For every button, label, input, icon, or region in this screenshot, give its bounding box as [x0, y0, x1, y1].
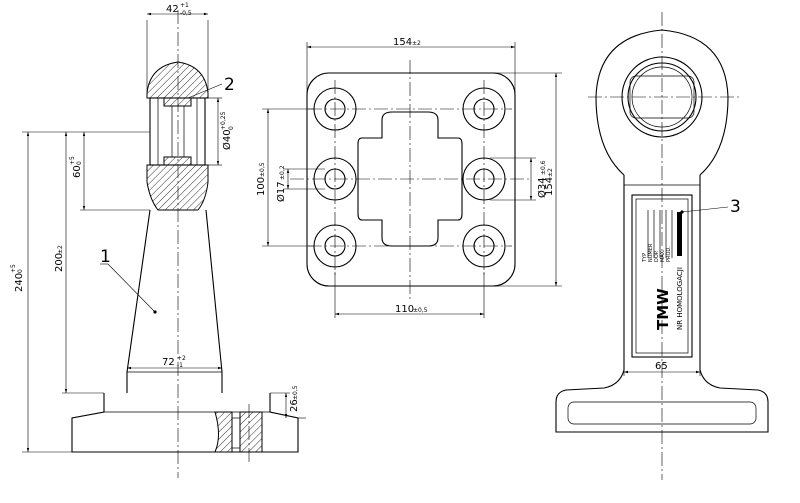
- dim-plan-width-tol: ±2: [412, 40, 421, 47]
- dim-72-tol-lower: -1: [177, 362, 183, 369]
- callout-3: 3: [730, 197, 741, 217]
- dim-bore-tol-lower: 0: [228, 126, 235, 130]
- dim-42-tol-upper: +1: [180, 2, 189, 9]
- dim-72-label: 72: [162, 357, 175, 368]
- dim-100-label: 100: [256, 177, 267, 196]
- dim-240-label: 240: [14, 273, 25, 292]
- plan-view-holes: [308, 80, 512, 275]
- dim-bore-label: Ø40: [221, 129, 233, 150]
- side-view: 42 +1 -0,5 Ø40 +0,25 0 60 +5 0 200 ±2 24…: [10, 2, 306, 478]
- dim-hole-small-label: Ø17: [275, 181, 287, 202]
- plan-view-boss: [357, 111, 463, 247]
- dim-plan-height-label: 154: [544, 177, 555, 196]
- plate-cert: NR HOMOLOGACJI: [676, 267, 684, 330]
- front-view: TMW NR HOMOLOGACJI TYP NUMER DOP. MAX. P…: [555, 12, 769, 480]
- plate-line-typ: TYP: [642, 253, 648, 263]
- callout-2: 2: [224, 75, 235, 95]
- plan-view: 154 ±2 154 ±2 100 ±0,5 Ø17 ±0,2 Ø34 ±0,6…: [256, 37, 562, 318]
- plate-line-dop: DOP.: [654, 250, 660, 262]
- dim-hole-small-tol: ±0,2: [279, 165, 286, 180]
- plate-line-prod: PROD.: [666, 246, 672, 262]
- dim-110-label: 110: [395, 304, 414, 315]
- dim-110-tol: ±0,5: [413, 307, 428, 314]
- dim-60-label: 60: [72, 165, 83, 178]
- dim-72-tol-upper: +2: [177, 355, 186, 362]
- dim-42-label: 42: [166, 4, 179, 15]
- side-view-base: [71, 393, 299, 453]
- callout-1: 1: [100, 247, 111, 267]
- plate-brand: TMW: [654, 288, 672, 330]
- dim-240-tol-upper: +5: [10, 264, 17, 273]
- side-view-head: [146, 61, 209, 211]
- dim-60-tol-lower: 0: [76, 161, 83, 165]
- dim-hole-large-label: Ø34: [536, 177, 548, 198]
- dim-100-tol: ±0,5: [259, 162, 266, 177]
- plan-view-plate: [306, 72, 516, 287]
- dim-26-tol: ±0,5: [292, 385, 299, 400]
- dim-plan-height-tol: ±2: [547, 168, 554, 177]
- identification-plate: TMW NR HOMOLOGACJI TYP NUMER DOP. MAX. P…: [631, 194, 693, 358]
- plate-info-lines: [647, 210, 682, 258]
- dim-240-tol-lower: 0: [17, 269, 24, 273]
- dim-bore-tol-upper: +0,25: [220, 111, 227, 130]
- front-view-eye: [595, 29, 729, 176]
- dim-200-tol: ±2: [57, 245, 64, 254]
- side-view-base-section: [214, 411, 233, 453]
- plate-line-max: MAX.: [660, 249, 666, 262]
- dim-plan-width-label: 154: [393, 37, 412, 48]
- dim-42-tol-lower: -0,5: [180, 10, 192, 17]
- plate-line-numer: NUMER: [648, 243, 654, 262]
- dim-65-label: 65: [655, 361, 668, 372]
- dim-26-label: 26: [289, 399, 300, 412]
- front-view-body: [555, 175, 769, 433]
- dim-hole-large-tol: ±0,6: [540, 160, 547, 175]
- dim-200-label: 200: [54, 253, 65, 272]
- dim-60-tol-upper: +5: [69, 156, 76, 165]
